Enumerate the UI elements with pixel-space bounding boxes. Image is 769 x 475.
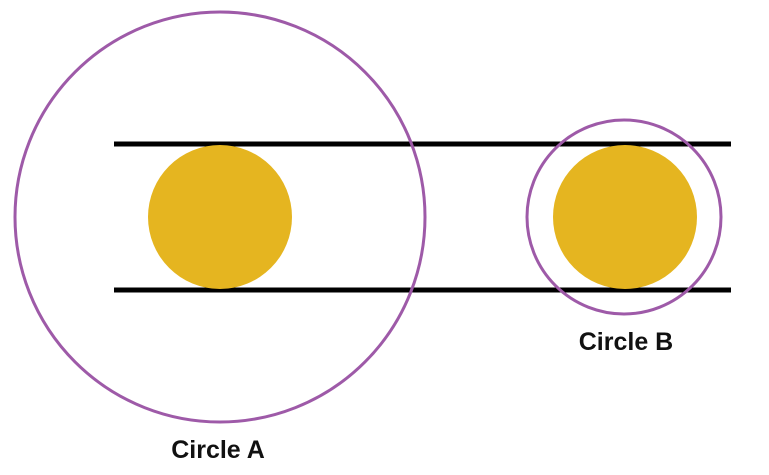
circle-a-label: Circle A xyxy=(171,436,265,464)
circle-b-inner-disc xyxy=(553,145,697,289)
circle-b-outer-ring xyxy=(525,118,723,316)
circle-a-outer-ring xyxy=(13,10,427,424)
circle-b-label: Circle B xyxy=(578,328,674,356)
circle-a-inner-disc xyxy=(148,145,292,289)
